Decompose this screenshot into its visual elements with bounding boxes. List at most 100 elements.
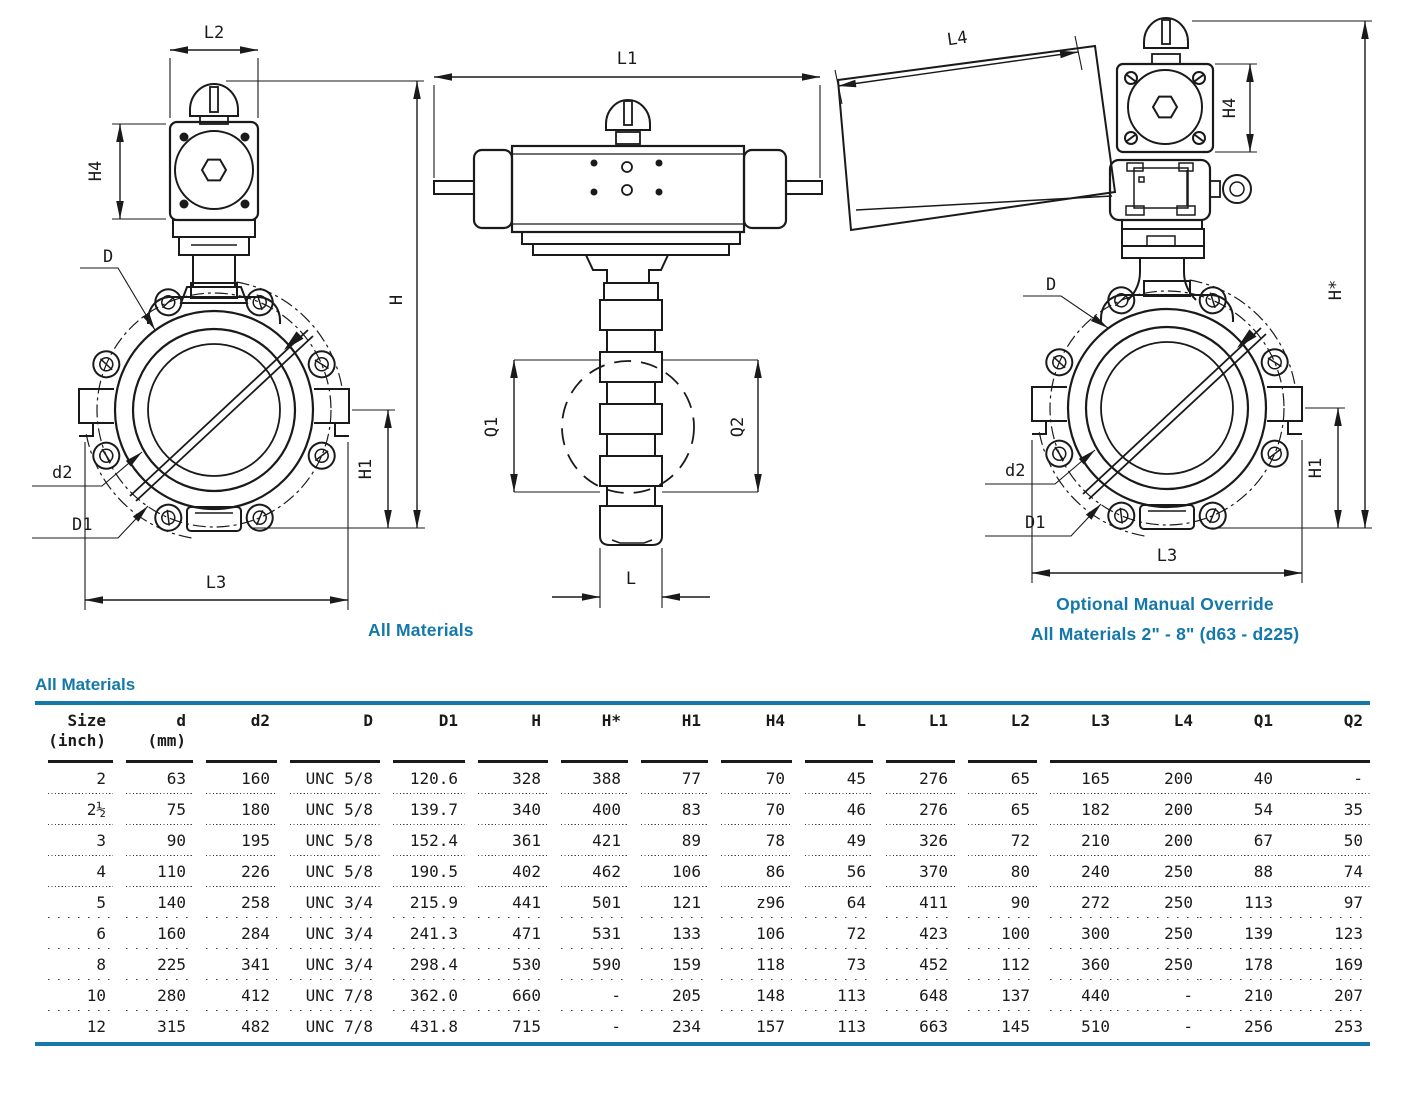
table-cell: 341 xyxy=(193,949,277,980)
table-cell: 388 xyxy=(548,763,628,794)
table-cell: 510 xyxy=(1081,1017,1110,1036)
table-cell: 5 xyxy=(35,887,113,918)
table-cell: 112 xyxy=(955,949,1037,980)
table-bottom-rule xyxy=(35,1042,1370,1046)
table-cell: 70 xyxy=(708,794,792,825)
table-cell: 590 xyxy=(548,949,628,980)
table-cell: 250 xyxy=(1117,949,1200,980)
table-cell: 663 xyxy=(919,1017,948,1036)
table-cell: 100 xyxy=(955,918,1037,949)
leader-d2-right: d2 xyxy=(985,449,1096,485)
table-cell: 400 xyxy=(548,794,628,825)
table-cell: 280 xyxy=(113,980,193,1011)
valve-dimension-drawing: L2 H4 xyxy=(32,17,1372,610)
override-gearbox xyxy=(1108,158,1252,222)
table-cell: 160 xyxy=(193,763,277,794)
table-cell: 205 xyxy=(628,980,708,1011)
table-cell: z96 xyxy=(708,887,792,918)
table-cell: 12 xyxy=(86,1017,106,1036)
table-cell: 210 xyxy=(1200,980,1280,1011)
table-cell: 452 xyxy=(873,949,955,980)
column-header-d1: D1 xyxy=(380,705,465,763)
dim-label-h-star: H* xyxy=(1326,280,1346,300)
table-cell: 361 xyxy=(465,825,548,856)
technical-drawings: L2 H4 xyxy=(32,17,1372,644)
table-cell: 276 xyxy=(873,763,955,794)
table-cell: 501 xyxy=(548,887,628,918)
dim-label-l: L xyxy=(626,569,636,589)
table-cell: 165 xyxy=(1037,763,1117,794)
table-cell: 441 xyxy=(465,887,548,918)
table-cell: 3 xyxy=(35,825,113,856)
dim-label-l3: L3 xyxy=(206,573,226,593)
table-cell: 340 xyxy=(465,794,548,825)
table-cell: 152.4 xyxy=(380,825,465,856)
leader-d-left: D xyxy=(80,247,156,331)
caption-optional-manual-override: Optional Manual Override xyxy=(1056,594,1274,614)
table-cell: 431.8 xyxy=(409,1017,458,1036)
table-cell: UNC 3/4 xyxy=(277,949,380,980)
table-cell: 258 xyxy=(193,887,277,918)
table-cell: 46 xyxy=(792,794,873,825)
table-cell: 315 xyxy=(157,1017,186,1036)
table-cell: 145 xyxy=(1001,1017,1030,1036)
table-cell: 50 xyxy=(1280,825,1370,856)
table-cell: 65 xyxy=(955,763,1037,794)
valve-side-profile xyxy=(599,282,663,546)
column-header-size: Size(inch) xyxy=(35,705,113,763)
table-cell: UNC 3/4 xyxy=(277,887,380,918)
dim-label-h1: H1 xyxy=(356,459,376,479)
table-cell: UNC 7/8 xyxy=(305,1017,373,1036)
leader-d1-right: D1 xyxy=(985,503,1102,537)
dimension-q2: Q2 xyxy=(662,359,762,493)
table-cell: - xyxy=(611,1017,621,1036)
table-cell: 207 xyxy=(1280,980,1370,1011)
flange-bolt-holes xyxy=(1124,71,1206,145)
dimension-l4: L4 xyxy=(834,28,1083,105)
column-header-l1: L1 xyxy=(873,705,955,763)
column-header-h-star: H* xyxy=(548,705,628,763)
table-cell: 200 xyxy=(1117,794,1200,825)
left-drawing: L2 H4 xyxy=(32,23,425,610)
dimension-l3-left: L3 xyxy=(84,442,349,610)
table-cell: 133 xyxy=(628,918,708,949)
table-cell: UNC 5/8 xyxy=(277,763,380,794)
table-cell: 2 xyxy=(35,763,113,794)
table-cell: 462 xyxy=(548,856,628,887)
table-cell: UNC 5/8 xyxy=(277,825,380,856)
table-cell: 531 xyxy=(548,918,628,949)
dim-label-d: D xyxy=(103,247,113,267)
table-cell: 83 xyxy=(628,794,708,825)
table-cell: 272 xyxy=(1037,887,1117,918)
table-cell: 4 xyxy=(35,856,113,887)
table-cell: 160 xyxy=(113,918,193,949)
table-cell: 157 xyxy=(756,1017,785,1036)
table-cell: 118 xyxy=(708,949,792,980)
leader-d1-left: D1 xyxy=(32,505,149,539)
table-cell: 190.5 xyxy=(380,856,465,887)
table-cell: UNC 5/8 xyxy=(277,794,380,825)
column-header-l2: L2 xyxy=(955,705,1037,763)
table-cell: 139.7 xyxy=(380,794,465,825)
dim-label-l1: L1 xyxy=(617,49,637,69)
column-header-l3: L3 xyxy=(1037,705,1117,763)
table-cell: 360 xyxy=(1037,949,1117,980)
table-cell: 256 xyxy=(1244,1017,1273,1036)
table-cell: UNC 7/8 xyxy=(277,980,380,1011)
table-cell: 97 xyxy=(1280,887,1370,918)
table-cell: 113 xyxy=(1200,887,1280,918)
table-cell: 471 xyxy=(465,918,548,949)
table-cell: 241.3 xyxy=(380,918,465,949)
table-cell: 2½ xyxy=(35,794,113,825)
table-top-rule xyxy=(35,701,1370,705)
table-cell: 106 xyxy=(628,856,708,887)
table-cell: 215.9 xyxy=(380,887,465,918)
caption-all-materials: All Materials xyxy=(368,620,474,640)
table-cell: 10 xyxy=(35,980,113,1011)
